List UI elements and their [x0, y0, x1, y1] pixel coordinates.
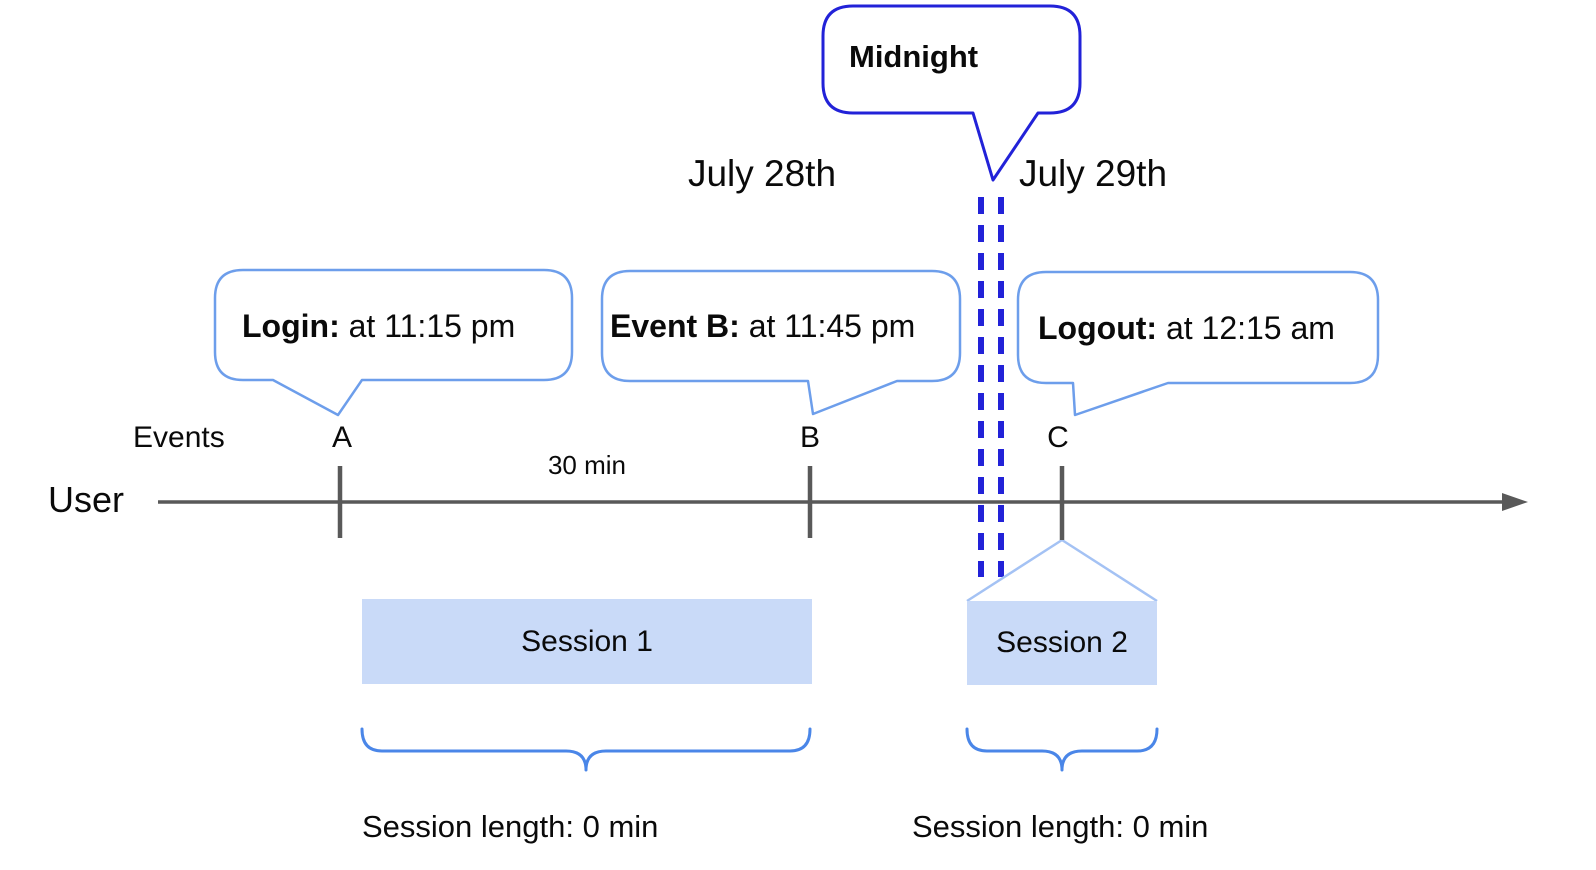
login-callout-label: Login:	[242, 308, 340, 344]
user-row-label: User	[48, 479, 125, 520]
session-1-length-label: Session length: 0 min	[362, 809, 659, 844]
events-row-label: Events	[133, 421, 225, 454]
session-1-box: Session 1	[362, 599, 812, 684]
session-2-length-label: Session length: 0 min	[912, 809, 1209, 844]
login-callout-text: Login: at 11:15 pm	[242, 310, 515, 342]
interval-label: 30 min	[547, 450, 627, 480]
login-callout-detail: at 11:15 pm	[339, 308, 516, 344]
logout-callout-label: Logout:	[1038, 310, 1158, 346]
event-b-callout-text: Event B: at 11:45 pm	[610, 310, 915, 342]
event-marker-b: B	[799, 421, 821, 454]
login-callout-bubble	[213, 268, 574, 417]
date-label-july-28: July 28th	[687, 153, 837, 194]
session-2-brace	[965, 727, 1159, 772]
date-label-july-29: July 29th	[1018, 153, 1168, 194]
logout-callout-bubble	[1016, 270, 1380, 417]
midnight-callout-bubble	[821, 4, 1082, 182]
event-b-callout-detail: at 11:45 pm	[739, 308, 916, 344]
midnight-callout-label: Midnight	[849, 39, 979, 74]
timeline-arrowhead-icon	[1502, 493, 1528, 511]
event-marker-c: C	[1047, 421, 1069, 454]
session-2-connector-left	[966, 538, 1063, 603]
event-b-callout-bubble	[600, 269, 962, 416]
session-2-label: Session 2	[996, 626, 1128, 659]
event-b-callout-label: Event B:	[610, 308, 740, 344]
session-1-brace	[360, 727, 812, 772]
logout-callout-text: Logout: at 12:15 am	[1038, 312, 1335, 344]
session-2-box: Session 2	[967, 601, 1157, 685]
session-1-label: Session 1	[521, 624, 653, 658]
event-marker-a: A	[331, 421, 353, 454]
logout-callout-detail: at 12:15 am	[1157, 310, 1335, 346]
session-2-connector-right	[1061, 538, 1158, 603]
